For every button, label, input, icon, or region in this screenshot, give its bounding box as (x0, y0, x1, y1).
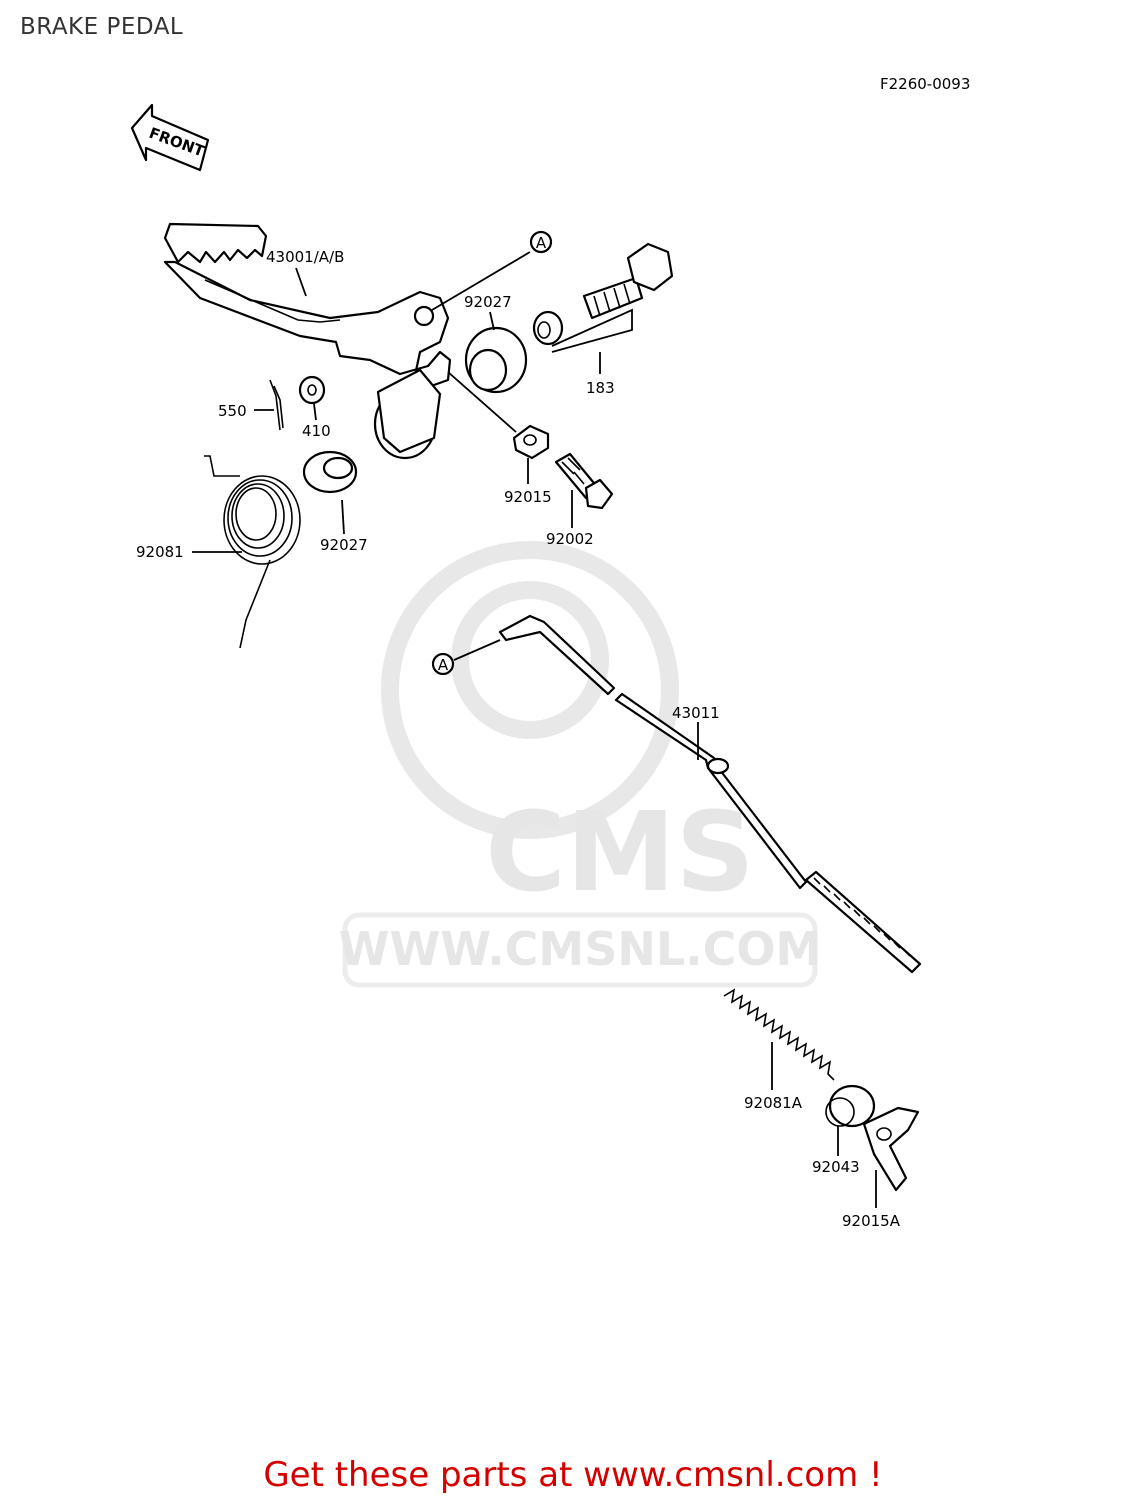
figure-code: F2260-0093 (880, 75, 970, 93)
pivot-bolt-part (554, 452, 614, 510)
watermark-brand: CMS (485, 788, 754, 916)
joint-part (825, 1084, 876, 1128)
watermark-ring (381, 541, 679, 839)
watermark-url: WWW.CMSNL.COM (339, 922, 822, 976)
front-arrow: FRONT (130, 103, 210, 172)
label-brake-rod: 43011 (672, 704, 720, 722)
label-collar-lower: 92027 (320, 536, 368, 554)
watermark-mascot-head (451, 581, 609, 739)
watermark: CMS WWW.CMSNL.COM (339, 541, 822, 988)
front-arrow-icon (130, 103, 210, 172)
callout-marker-upper: A (529, 230, 553, 254)
label-joint: 92043 (812, 1158, 860, 1176)
nut-upper-part (512, 424, 550, 460)
callout-marker-lower-label: A (438, 656, 449, 674)
washer-410-part (298, 375, 326, 405)
collar-upper-part (464, 326, 528, 394)
label-pivot-bolt: 92002 (546, 530, 594, 548)
footer-cta: Get these parts at www.cmsnl.com ! (0, 1455, 1146, 1495)
torsion-spring-part (204, 455, 301, 649)
label-nut-upper: 92015 (504, 488, 552, 506)
brake-pedal-part (163, 222, 452, 460)
bolt-183-part (532, 242, 674, 346)
page-title: BRAKE PEDAL (20, 14, 184, 40)
label-brake-pedal: 43001/A/B (266, 248, 344, 266)
footer-cta-link[interactable]: Get these parts at www.cmsnl.com ! (263, 1455, 883, 1495)
collar-lower-part (302, 450, 358, 494)
label-wing-nut: 92015A (842, 1212, 901, 1230)
label-washer: 410 (302, 422, 331, 440)
leader-lines (192, 251, 877, 1208)
brake-rod-part (498, 614, 922, 974)
wing-nut-part (862, 1106, 920, 1192)
label-rod-spring: 92081A (744, 1094, 803, 1112)
label-collar-upper: 92027 (464, 293, 512, 311)
callout-marker-upper-label: A (536, 234, 547, 252)
parts-diagram: CMS WWW.CMSNL.COM F2260-0093 FRONT (130, 75, 970, 1230)
callout-marker-lower: A (431, 652, 455, 676)
label-torsion-spring: 92081 (136, 543, 184, 561)
cotter-pin-part (269, 379, 284, 431)
rod-spring-part (723, 988, 835, 1081)
label-bolt: 183 (586, 379, 615, 397)
label-cotter-pin: 550 (218, 402, 247, 420)
watermark-badge (342, 912, 818, 988)
